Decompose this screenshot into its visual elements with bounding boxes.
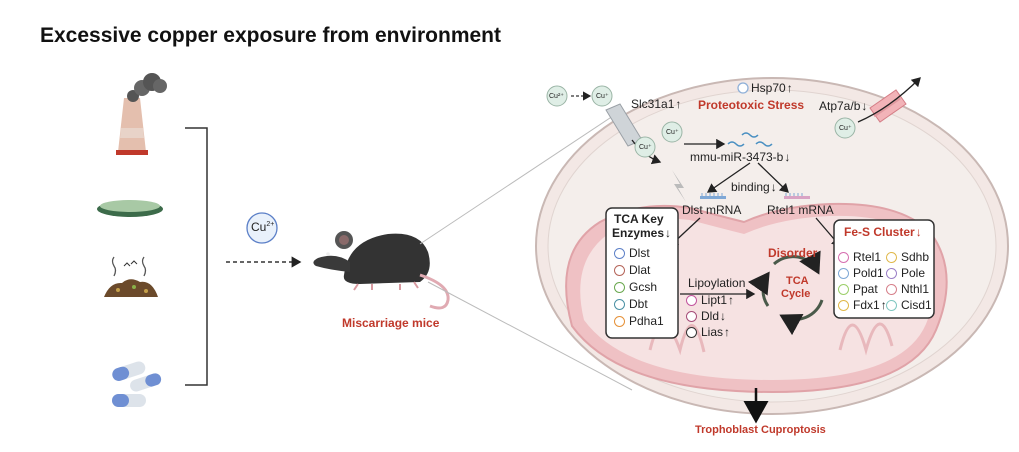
lipoylation-label: Lipt1 [701, 293, 734, 307]
fes-label: Sdhb [901, 250, 930, 264]
tca-enzyme-marker-icon [614, 264, 625, 276]
lipoylation-marker-icon [686, 310, 697, 322]
fes-item: Nthl1 [886, 282, 929, 296]
cu2-label: Cu2+ [251, 220, 275, 234]
fes-cluster-box [833, 219, 935, 319]
tca-cycle-label-2: Cycle [781, 288, 811, 300]
fes-marker-icon [838, 283, 849, 295]
fes-label: Pold1 [853, 266, 884, 280]
cu2-ion-top [546, 85, 568, 107]
tca-enzyme-label: Dlst [629, 246, 650, 260]
tca-enzyme-label: Dlat [629, 263, 651, 277]
fes-marker-icon [886, 283, 897, 295]
fes-item: Pold1 [838, 266, 884, 280]
binding-label: binding [731, 180, 777, 194]
cu1-ion-export [834, 117, 856, 139]
pills-icon [112, 361, 162, 407]
fes-marker-icon [886, 299, 897, 311]
dlst-mrna-label: Dlst mRNA [682, 203, 742, 217]
page-title: Excessive copper exposure from environme… [40, 24, 502, 47]
lipoylation-label: Lias [701, 325, 730, 339]
cu1-ion-label-2: Cu⁺ [639, 144, 652, 151]
mirna-icon [727, 132, 773, 147]
lipoylation-label: Lipoylation [688, 276, 746, 290]
dlst-mrna-icon [700, 193, 726, 199]
fes-label: Fdx1 [853, 298, 887, 312]
cu2-ion-label: Cu²⁺ [549, 93, 564, 100]
polluted-soil-icon [104, 256, 158, 297]
cu1-ion-2 [634, 136, 656, 158]
tca-enzyme-marker-icon [614, 315, 625, 327]
tca-enzyme-marker-icon [614, 247, 625, 259]
tca-enzyme-marker-icon [614, 298, 625, 310]
mirna-label: mmu-miR-3473-b [690, 150, 790, 164]
fes-marker-icon [886, 251, 897, 263]
outcome-label: Trophoblast Cuproptosis [695, 424, 826, 436]
lipoylation-marker-icon [686, 326, 697, 338]
tca-enzyme-item: Gcsh [614, 280, 657, 294]
fes-marker-icon [838, 299, 849, 311]
fes-marker-icon [886, 267, 897, 279]
fes-label: Cisd1 [901, 298, 932, 312]
fes-item: Fdx1 [838, 298, 887, 312]
tca-cycle-label-1: TCA [786, 275, 809, 287]
fes-item: Ppat [838, 282, 878, 296]
polluted-water-icon [97, 200, 163, 217]
tca-enzyme-label: Pdha1 [629, 314, 664, 328]
fes-cluster-title: Fe-S Cluster [844, 225, 922, 239]
tca-enzyme-marker-icon [614, 281, 625, 293]
slc31a1-label: Slc31a1 [631, 97, 681, 111]
hsp70-label: Hsp70 [751, 81, 793, 95]
rtel1-mrna-label: Rtel1 mRNA [767, 203, 834, 217]
lipoylation-item: Lias [686, 325, 730, 339]
lipoylation-item: Dld [686, 309, 726, 323]
cu1-ion-top [591, 85, 613, 107]
fes-label: Rtel1 [853, 250, 882, 264]
fes-label: Nthl1 [901, 282, 930, 296]
fes-item: Rtel1 [838, 250, 881, 264]
mouse-label: Miscarriage mice [342, 316, 440, 330]
fes-marker-icon [838, 267, 849, 279]
tca-enzyme-item: Dlst [614, 246, 650, 260]
fes-marker-icon [838, 251, 849, 263]
atp7ab-label: Atp7a/b [819, 99, 867, 113]
tca-cycle-icon [747, 250, 824, 336]
cu1-ion-1 [661, 121, 683, 143]
lipoylation-marker-icon [686, 294, 697, 306]
mouse-icon [313, 231, 450, 310]
tca-enzymes-title-1: TCA Key [614, 212, 664, 226]
cu2-ion-icon [246, 212, 278, 244]
tca-enzyme-item: Dbt [614, 297, 648, 311]
fes-label: Ppat [853, 282, 878, 296]
cu1-ion-label-export: Cu⁺ [839, 125, 852, 132]
proteotoxic-stress-label: Proteotoxic Stress [698, 98, 805, 112]
fes-item: Pole [886, 266, 925, 280]
tca-enzyme-item: Dlat [614, 263, 650, 277]
lipoylation-item: Lipt1 [686, 293, 734, 307]
sources-bracket [185, 127, 208, 386]
cu1-ion-label-top: Cu⁺ [596, 93, 609, 100]
tca-enzyme-label: Dbt [629, 297, 648, 311]
rtel1-mrna-icon [784, 193, 810, 199]
factory-icon [116, 73, 167, 155]
fes-item: Cisd1 [886, 298, 932, 312]
tca-enzymes-title-2: Enzymes [612, 226, 671, 240]
lipoylation-label: Dld [701, 309, 726, 323]
tca-enzyme-item: Pdha1 [614, 314, 664, 328]
fes-label: Pole [901, 266, 926, 280]
cu1-ion-label-1: Cu⁺ [666, 129, 679, 136]
fes-item: Sdhb [886, 250, 929, 264]
disorder-label: Disorder [768, 246, 818, 260]
tca-enzyme-label: Gcsh [629, 280, 658, 294]
